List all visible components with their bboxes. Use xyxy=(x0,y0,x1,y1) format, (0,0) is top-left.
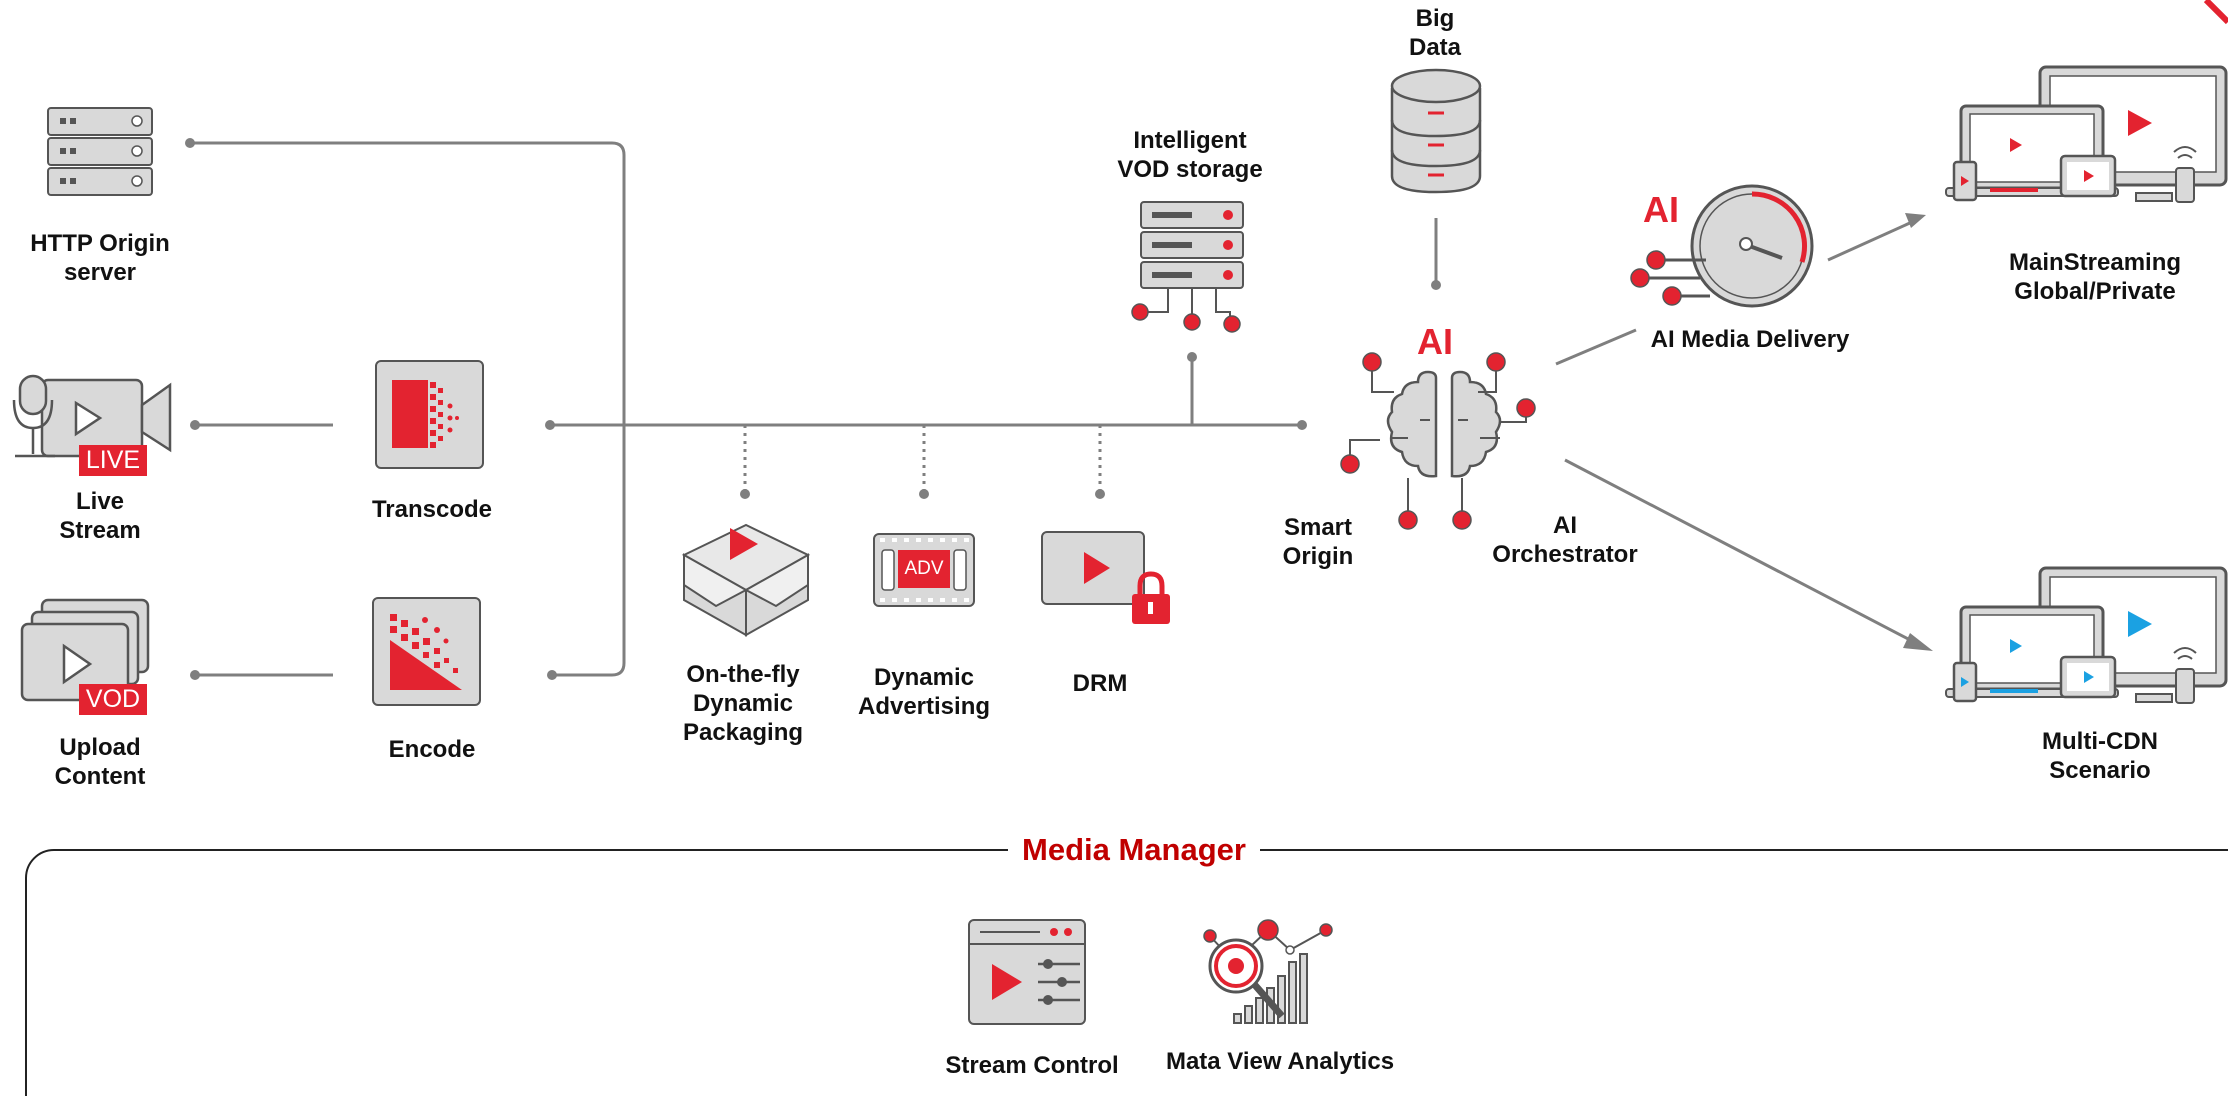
analytics-magnifier-icon xyxy=(1203,919,1333,1024)
live-badge-text: LIVE xyxy=(85,446,141,474)
vod-badge xyxy=(79,684,147,715)
live-camera-icon xyxy=(12,374,172,458)
live-stream-label: Live Stream xyxy=(59,488,141,544)
encode-label: Encode xyxy=(388,736,476,763)
corner-decoration xyxy=(2203,0,2228,25)
to-multicdn-arrow xyxy=(1564,458,1913,643)
package-box-icon xyxy=(681,523,811,637)
server-icon xyxy=(47,107,153,196)
arrow-heads xyxy=(1903,213,1933,651)
vod-storage-label: Intelligent VOD storage xyxy=(1117,127,1263,183)
database-icon xyxy=(1390,68,1482,194)
drm-lock-icon xyxy=(1041,531,1170,624)
transcode-label: Transcode xyxy=(371,496,493,523)
mainstreaming-label: MainStreaming Global/Private xyxy=(2008,249,2182,305)
upload-content-label: Upload Content xyxy=(54,734,146,790)
devices-mainstreaming-icon xyxy=(1945,65,2228,203)
ai-brain-badge: AI xyxy=(1417,321,1453,362)
ai-delivery-badge: AI xyxy=(1643,189,1679,230)
transcode-icon xyxy=(375,360,484,469)
speed-gauge-icon xyxy=(1630,184,1814,308)
analytics-label: Mata View Analytics xyxy=(1165,1048,1395,1075)
connector-dots xyxy=(185,138,1441,680)
multi-cdn-label: Multi-CDN Scenario xyxy=(2042,728,2158,784)
to-mainstreaming-arrow xyxy=(1827,220,1913,262)
ai-brain-icon xyxy=(1340,352,1536,530)
big-data-label: Big Data xyxy=(1408,5,1462,61)
vod-badge-text: VOD xyxy=(85,685,141,713)
packaging-label: On-the-fly Dynamic Packaging xyxy=(682,661,804,746)
drm-label: DRM xyxy=(1072,670,1128,697)
http-origin-label: HTTP Origin server xyxy=(30,230,170,286)
ai-media-delivery-label: AI Media Delivery xyxy=(1650,326,1850,353)
stream-control-label: Stream Control xyxy=(945,1052,1119,1079)
to-ai-delivery-line xyxy=(1555,328,1637,366)
live-badge xyxy=(79,445,147,476)
stream-control-icon xyxy=(968,919,1086,1025)
vod-storage-server-icon xyxy=(1131,201,1244,333)
media-manager-title: Media Manager xyxy=(1008,832,1260,868)
advertising-label: Dynamic Advertising xyxy=(857,664,991,720)
devices-multicdn-icon xyxy=(1945,566,2228,704)
http-origin-connector xyxy=(190,141,626,677)
advertising-film-icon xyxy=(873,533,975,607)
connector-lines xyxy=(190,141,1913,677)
adv-badge-text: ADV xyxy=(904,558,944,579)
smart-origin-label: Smart Origin xyxy=(1282,514,1354,570)
ai-orchestrator-label: AI Orchestrator xyxy=(1492,512,1638,568)
encode-icon xyxy=(372,597,481,706)
